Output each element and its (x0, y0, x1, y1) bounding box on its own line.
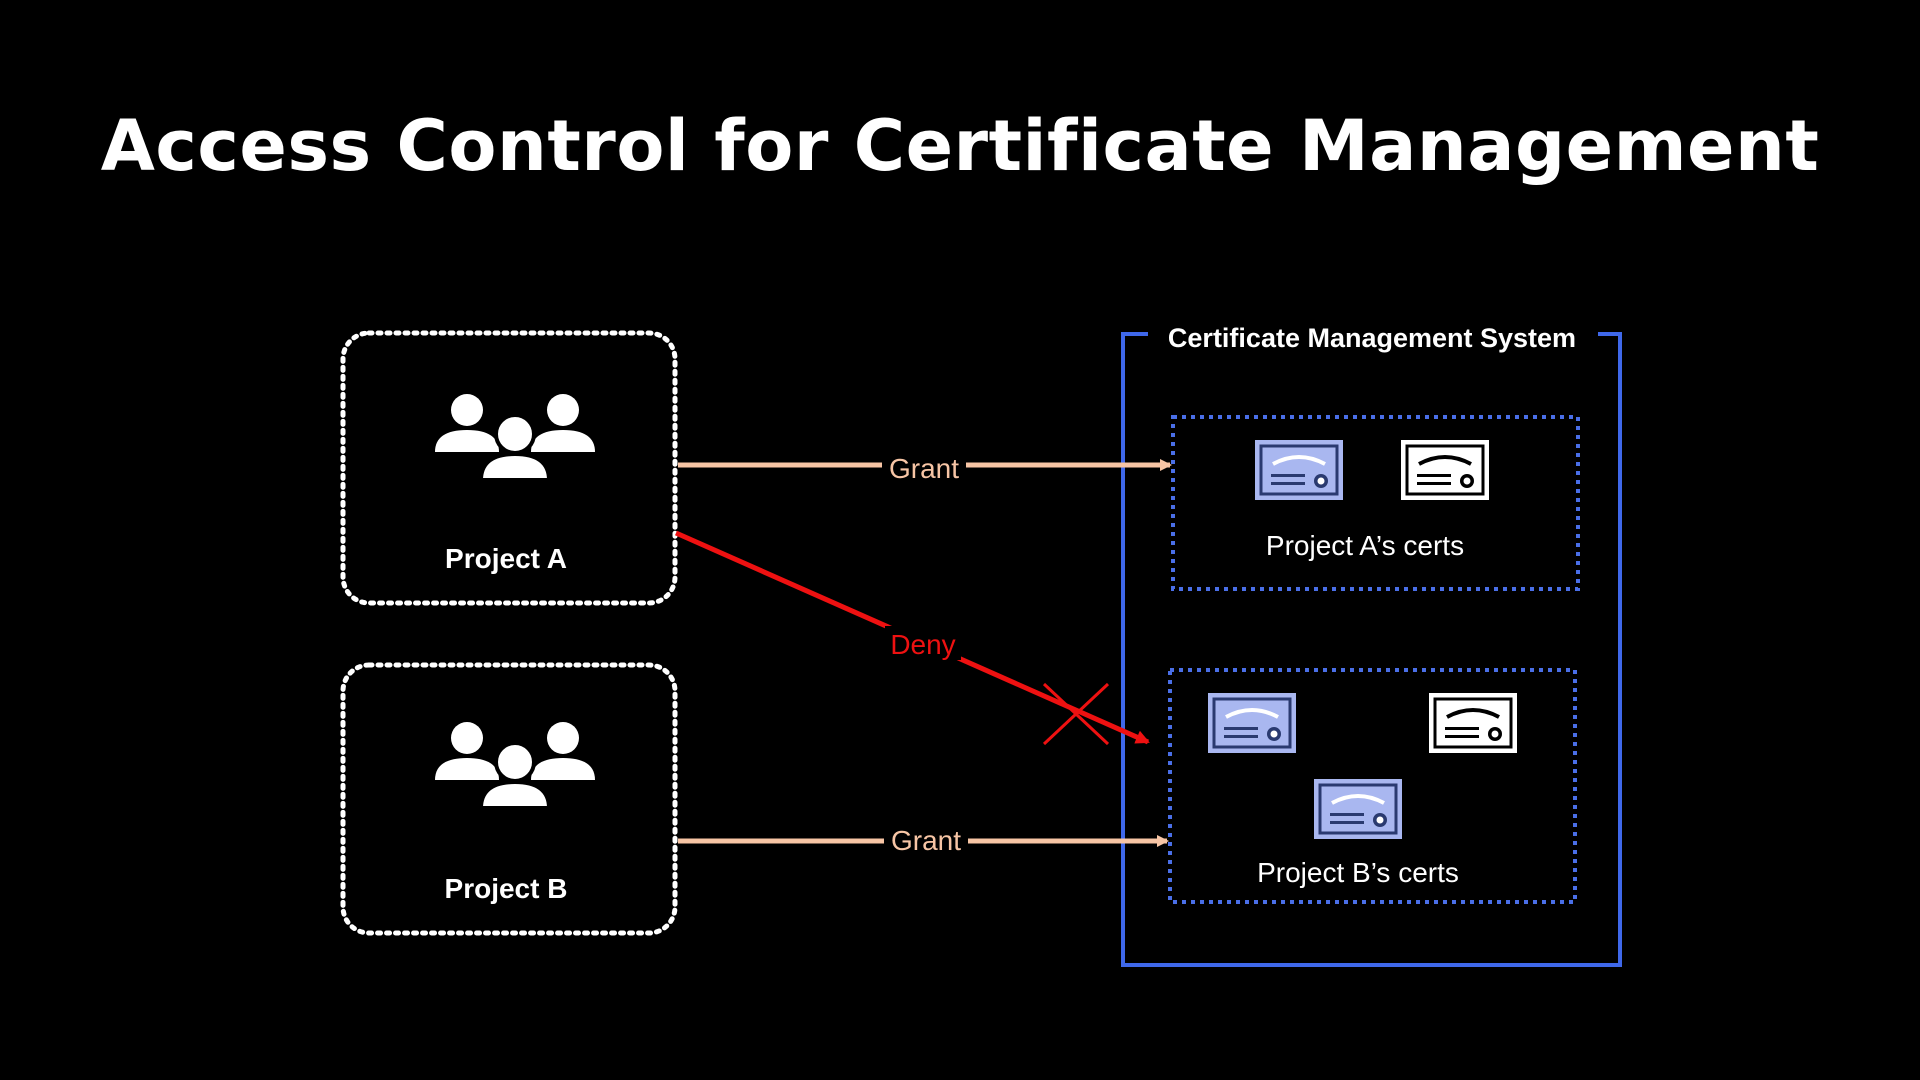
project-b-label: Project B (445, 873, 568, 904)
certificate-icon (1253, 438, 1345, 502)
cert-group-label: Project A’s certs (1266, 530, 1464, 561)
grant-label: Grant (889, 453, 959, 484)
certificate-icon (1427, 691, 1519, 755)
certificate-management-system: Certificate Management System Project A’… (1121, 323, 1622, 967)
cert-group-project-b: Project B’s certs (1168, 668, 1577, 904)
certificate-icon (1206, 691, 1298, 755)
deny-arrow: Deny (674, 530, 1150, 746)
certificate-icon (1312, 777, 1404, 841)
project-b-box: Project B (340, 662, 678, 936)
deny-label: Deny (890, 629, 955, 660)
grant-arrow-a: Grant (678, 448, 1172, 484)
cert-group-label: Project B’s certs (1257, 857, 1459, 888)
x-mark-icon (1042, 682, 1110, 746)
grant-label: Grant (891, 825, 961, 856)
project-a-box: Project A (340, 330, 678, 606)
grant-arrow-b: Grant (678, 824, 1169, 858)
people-group-icon (433, 720, 597, 810)
cert-group-project-a: Project A’s certs (1171, 415, 1580, 591)
certificate-icon (1399, 438, 1491, 502)
system-label: Certificate Management System (1168, 323, 1576, 353)
project-a-label: Project A (445, 543, 567, 574)
people-group-icon (433, 392, 597, 482)
page-title: Access Control for Certificate Managemen… (100, 105, 1820, 187)
